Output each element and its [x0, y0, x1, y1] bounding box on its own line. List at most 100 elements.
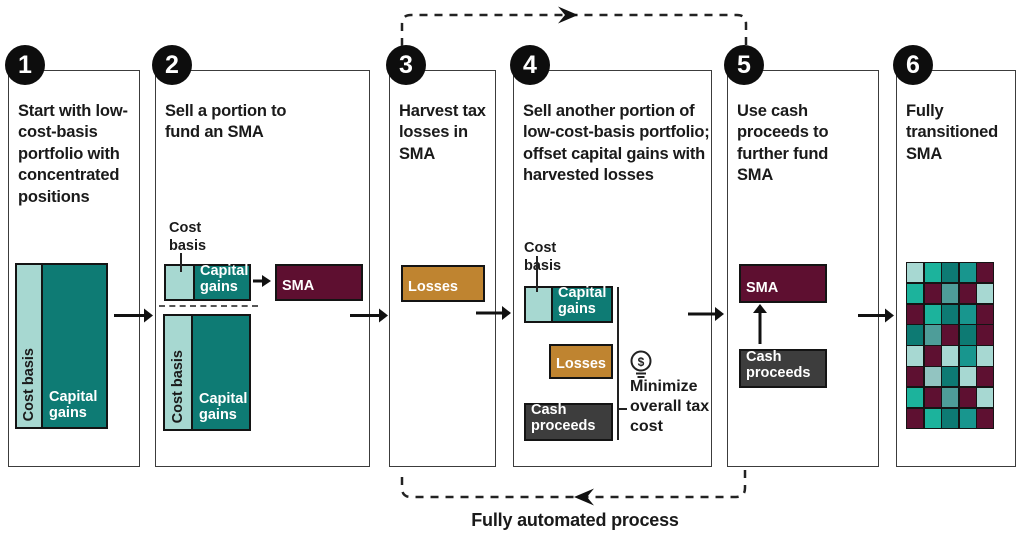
bottom-connector-arrowhead-left-icon [574, 488, 594, 506]
step-number: 1 [18, 50, 32, 79]
cash-proceeds-label: Cash proceeds [746, 348, 811, 382]
mosaic-cell [977, 408, 993, 428]
step-number: 5 [737, 50, 751, 79]
losses-label: Losses [556, 356, 606, 373]
step-number: 3 [399, 50, 413, 79]
sold-portion-bar: Capital gains [524, 284, 613, 323]
capital-gains-segment: Capital gains [551, 284, 611, 321]
mosaic-cell [942, 283, 958, 304]
mosaic-cell [942, 408, 958, 428]
losses-label: Losses [408, 279, 458, 296]
capital-gains-segment: Capital gains [193, 262, 249, 299]
arrowhead-icon [502, 306, 511, 320]
mosaic-cell [942, 367, 958, 387]
footer-label: Fully automated process [471, 510, 679, 530]
sma-box: SMA [739, 264, 827, 303]
cash-proceeds-box: Cash proceeds [739, 349, 827, 388]
step-badge-4: 4 [510, 45, 550, 85]
arrowhead-icon [885, 308, 894, 323]
mosaic-cell [942, 263, 958, 283]
sma-label: SMA [282, 278, 315, 295]
cost-basis-label: Cost basis [170, 349, 186, 423]
top-dashed-connector [400, 13, 748, 46]
mosaic-cell [942, 325, 958, 345]
mosaic-cell [977, 263, 993, 283]
bottom-dashed-connector [400, 470, 747, 499]
panel-1-heading: Start with low-cost-basis portfolio with… [18, 102, 128, 206]
mosaic-cell [924, 408, 941, 428]
capital-gains-label: Capital gains [200, 262, 249, 296]
panel-5-heading: Use cash proceeds to further fund SMA [737, 102, 829, 185]
arrowhead-icon [379, 308, 388, 323]
mosaic-cell [924, 283, 941, 304]
mosaic-cell [942, 346, 958, 366]
cash-proceeds-box: Cash proceeds [524, 401, 613, 441]
remaining-portfolio-bar: Cost basis Capital gains [163, 314, 251, 431]
mosaic-cell [907, 283, 923, 304]
mosaic-cell [959, 283, 976, 304]
mosaic-cell [959, 367, 976, 387]
panel-3-heading: Harvest tax losses in SMA [399, 102, 486, 163]
panel-4-heading: Sell another portion of low-cost-basis p… [523, 102, 710, 185]
mosaic-cell [924, 304, 941, 324]
capital-gains-label: Capital gains [558, 284, 607, 318]
mosaic-cell [924, 325, 941, 345]
mosaic-cell [907, 408, 923, 428]
sold-portion-bar: Capital gains [164, 262, 251, 301]
losses-box: Losses [401, 265, 485, 302]
step-badge-1: 1 [5, 45, 45, 85]
mosaic-cell [959, 325, 976, 345]
cost-basis-segment: Cost basis [165, 316, 191, 429]
mosaic-cell [924, 367, 941, 387]
mosaic-cell [977, 367, 993, 387]
mosaic-cell [959, 387, 976, 408]
arrowhead-icon [144, 308, 153, 323]
cost-basis-segment: Cost basis [17, 265, 41, 427]
mosaic-cell [924, 387, 941, 408]
mosaic-cell [907, 367, 923, 387]
top-connector-arrowhead-right-icon [558, 6, 578, 24]
step-badge-5: 5 [724, 45, 764, 85]
cost-basis-label: Cost basis [21, 347, 37, 421]
step-number: 4 [523, 50, 537, 79]
mosaic-cell [907, 263, 923, 283]
capital-gains-segment: Capital gains [41, 265, 106, 427]
mosaic-cell [959, 263, 976, 283]
mosaic-cell [977, 304, 993, 324]
cost-basis-callout: Cost basis [524, 240, 562, 275]
losses-box: Losses [549, 344, 613, 379]
mosaic-cell [977, 387, 993, 408]
capital-gains-label: Capital gains [49, 388, 98, 422]
mosaic-cell [977, 283, 993, 304]
split-divider [159, 305, 258, 307]
panel-2-heading: Sell a portion to fund an SMA [165, 102, 287, 142]
mosaic-cell [907, 304, 923, 324]
panel-step-1: Start with low-cost-basis portfolio with… [8, 70, 140, 467]
step-badge-2: 2 [152, 45, 192, 85]
cost-basis-callout: Cost basis [169, 220, 207, 255]
capital-gains-segment: Capital gains [191, 316, 249, 429]
sma-box: SMA [275, 264, 363, 301]
step-number: 6 [906, 50, 920, 79]
cash-proceeds-label: Cash proceeds [531, 401, 596, 435]
mosaic-cell [977, 346, 993, 366]
arrowhead-icon [715, 307, 724, 321]
panel-step-2: Sell a portion to fund an SMA Cost basis… [155, 70, 370, 467]
sma-mosaic [906, 262, 994, 429]
mosaic-cell [907, 346, 923, 366]
panel-6-heading: Fully transitioned SMA [906, 102, 999, 163]
panel-step-6: Fully transitioned SMA [896, 70, 1016, 467]
mosaic-cell [924, 346, 941, 366]
mosaic-cell [959, 304, 976, 324]
panel-step-4: Sell another portion of low-cost-basis p… [513, 70, 712, 467]
step-badge-6: 6 [893, 45, 933, 85]
panel-step-3: Harvest tax losses in SMA Losses [389, 70, 496, 467]
mosaic-cell [907, 387, 923, 408]
cost-basis-segment [526, 288, 551, 321]
portfolio-bar: Cost basis Capital gains [15, 263, 108, 429]
panel-step-5: Use cash proceeds to further fund SMA SM… [727, 70, 879, 467]
mosaic-cell [924, 263, 941, 283]
capital-gains-label: Capital gains [199, 390, 248, 424]
step-number: 2 [165, 50, 179, 79]
